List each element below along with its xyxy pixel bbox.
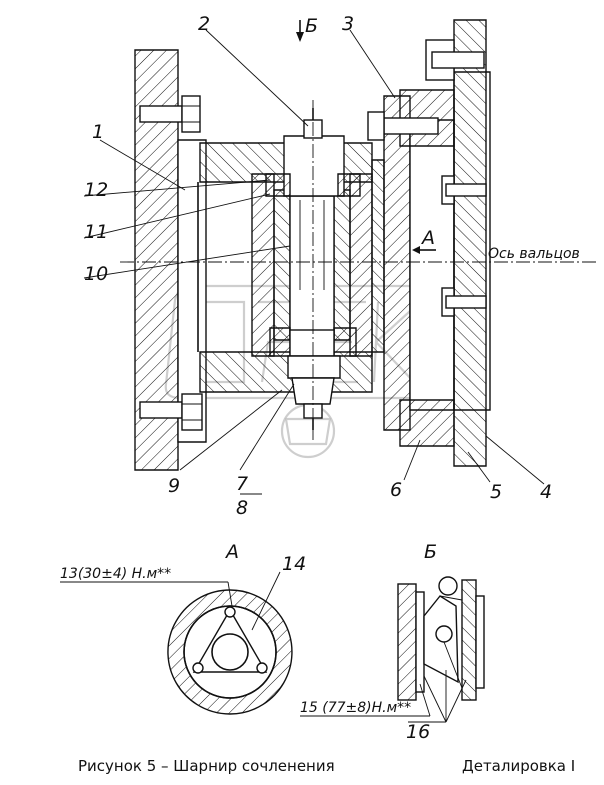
callout-2: 2 (198, 13, 210, 35)
view-a-detail: А 13(30±4) Н.м** 14 (60, 541, 306, 715)
pivot-assembly (251, 100, 373, 440)
view-b-detail: Б 15 (77±8)Н.м** 16 (300, 541, 485, 743)
right-bracket (371, 19, 491, 467)
callout-16: 16 (406, 721, 430, 743)
section-arrow-b (296, 20, 304, 42)
leader-lines (83, 29, 545, 495)
view-a-title: А (224, 541, 239, 563)
callout-14: 14 (282, 553, 306, 575)
callout-10: 10 (84, 263, 108, 285)
figure-caption: Рисунок 5 – Шарнир сочленения (78, 757, 335, 775)
section-title: Деталировка I (462, 757, 576, 775)
callout-3: 3 (342, 13, 354, 35)
callout-12: 12 (84, 179, 108, 201)
callout-6: 6 (390, 479, 402, 501)
right-upper-bolt (431, 51, 485, 69)
view-b-title: Б (424, 541, 437, 563)
callout-5: 5 (490, 481, 502, 503)
right-side-bolt (445, 183, 487, 309)
view-mark-a: А (420, 227, 435, 249)
callout-11: 11 (84, 221, 108, 243)
axis-label: Ось вальцов (488, 246, 580, 262)
left-top-bolt (139, 95, 201, 133)
left-bottom-bolt (139, 393, 203, 431)
section-mark-b: Б (305, 15, 318, 37)
callout-8: 8 (236, 497, 248, 519)
right-top-bolt (367, 111, 439, 141)
view-a-torque-note: 13(30±4) Н.м** (60, 566, 171, 582)
callout-9: 9 (168, 475, 180, 497)
view-b-torque-note: 15 (77±8)Н.м** (300, 700, 411, 716)
callout-1: 1 (92, 121, 104, 143)
callout-4: 4 (540, 481, 552, 503)
callout-7: 7 (236, 473, 248, 495)
view-arrow-a (412, 246, 436, 254)
